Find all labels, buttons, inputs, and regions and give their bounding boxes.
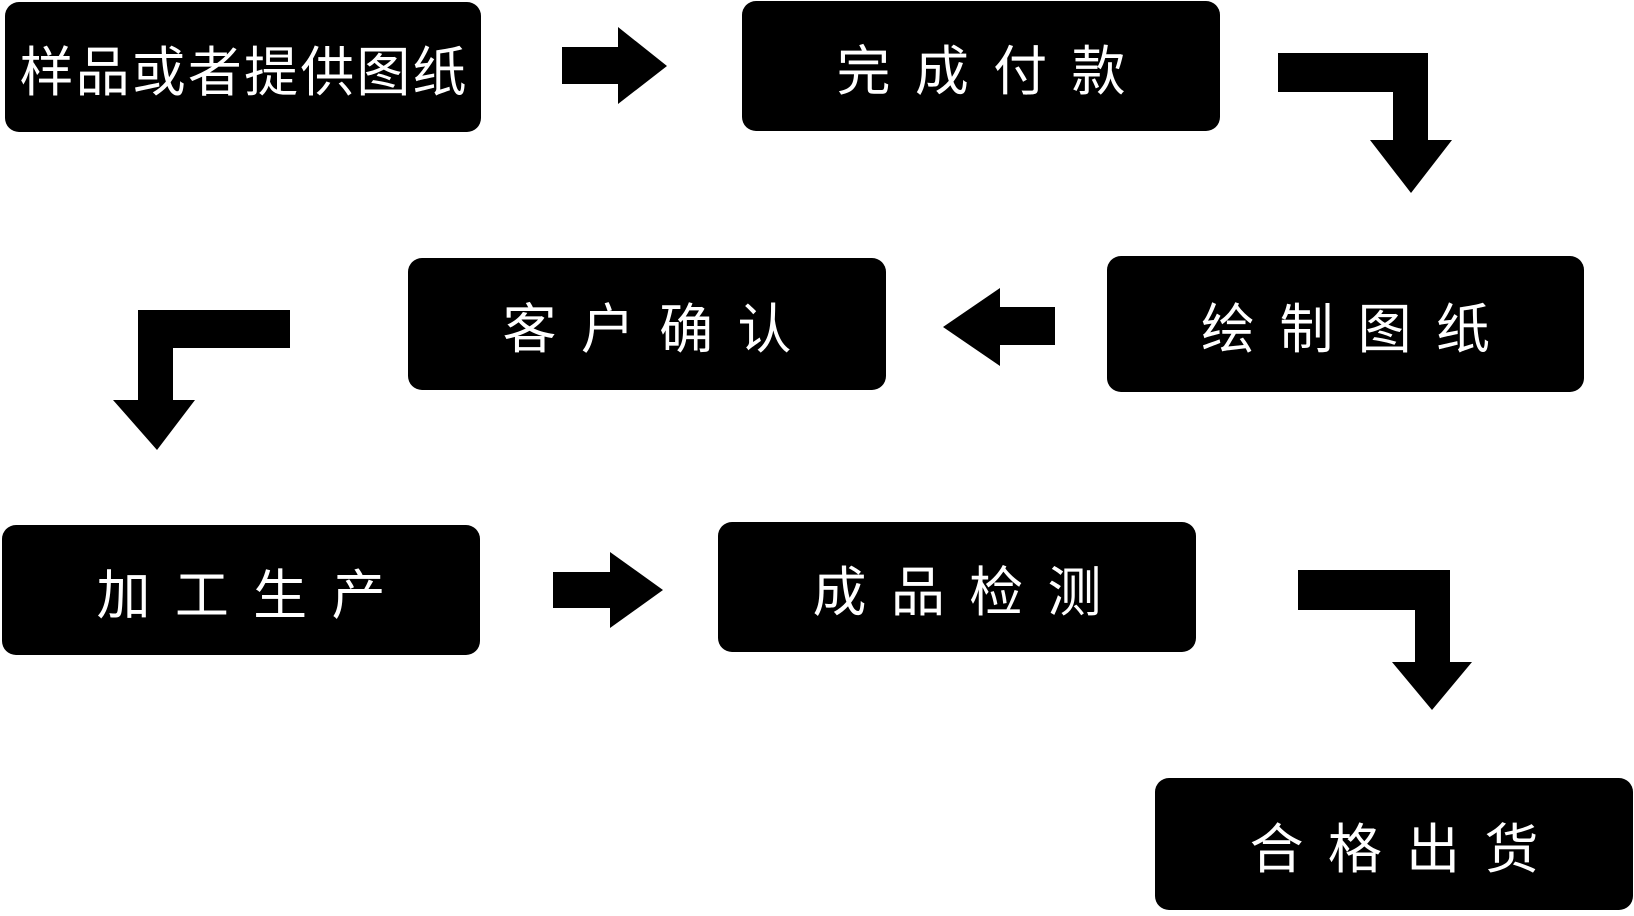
right-arrow-icon-step1-to-step2: [562, 27, 667, 104]
node-processing-production: 加工生产: [2, 525, 480, 655]
node-sample-or-provide-drawings: 样品或者提供图纸: [5, 2, 481, 132]
elbow-down-arrow-icon-step2-to-step3: [1278, 53, 1452, 193]
node-draw-drawings: 绘制图纸: [1107, 256, 1584, 392]
node-qualified-shipment: 合格出货: [1155, 778, 1633, 910]
elbow-down-arrow-icon-step4-to-step5: [113, 310, 290, 450]
elbow-down-arrow-icon-step6-to-step7: [1298, 570, 1472, 710]
node-finished-product-inspection: 成品检测: [718, 522, 1196, 652]
node-customer-confirmation: 客户确认: [408, 258, 886, 390]
left-arrow-icon-step3-to-step4: [943, 288, 1055, 366]
node-complete-payment: 完成付款: [742, 1, 1220, 131]
right-arrow-icon-step5-to-step6: [553, 552, 663, 628]
